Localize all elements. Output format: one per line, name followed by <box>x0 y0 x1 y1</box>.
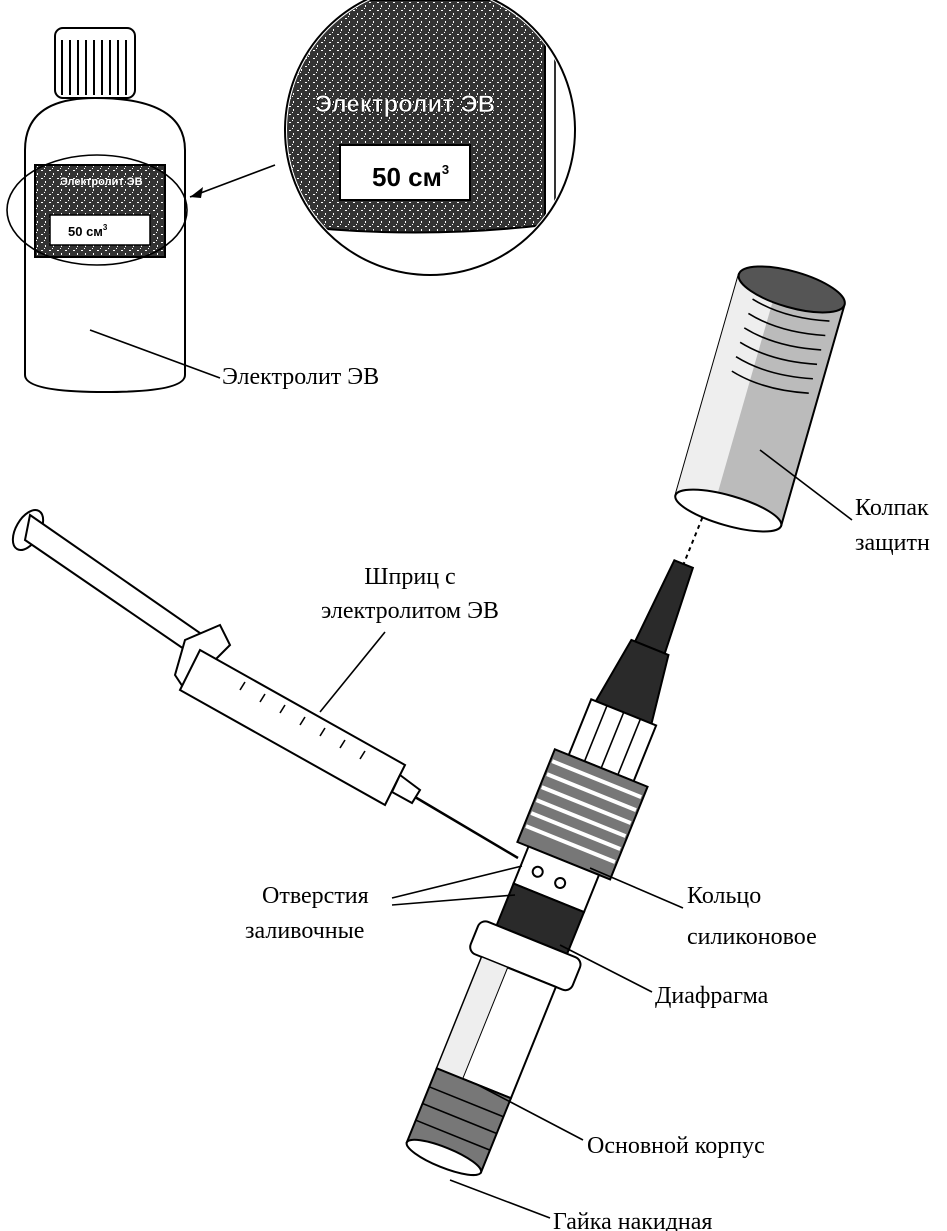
protective-cap <box>674 265 846 533</box>
bottle-label-title: Электролит ЭВ <box>60 176 143 188</box>
syringe <box>11 509 519 860</box>
bottle-caption: Электролит ЭВ <box>222 364 379 390</box>
cap-label-line1: Колпак <box>855 495 929 521</box>
syringe-label-line1: Шприц с <box>364 564 455 590</box>
electrode <box>405 517 704 1177</box>
holes-label-line1: Отверстия <box>262 883 369 909</box>
magnified-volume: 50 см3 <box>372 162 449 192</box>
diaphragm-label: Диафрагма <box>655 983 769 1009</box>
magnified-label-title: Электролит ЭВ <box>315 91 495 118</box>
body-label: Основной корпус <box>587 1133 765 1159</box>
magnified-label: Электролит ЭВ 50 см3 <box>284 0 576 276</box>
holes-label-line2: заливочные <box>245 918 364 944</box>
nut-label: Гайка накидная <box>553 1209 712 1231</box>
magnify-arrow <box>189 164 276 198</box>
syringe-label-line2: электролитом ЭВ <box>321 598 499 624</box>
electrolyte-bottle: Электролит ЭВ 50 см3 <box>6 27 188 394</box>
cap-label-line2: защитн <box>855 530 930 556</box>
ring-label-line1: Кольцо <box>687 883 761 909</box>
bottle-volume: 50 см3 <box>68 223 108 239</box>
ring-label-line2: силиконовое <box>687 924 817 950</box>
